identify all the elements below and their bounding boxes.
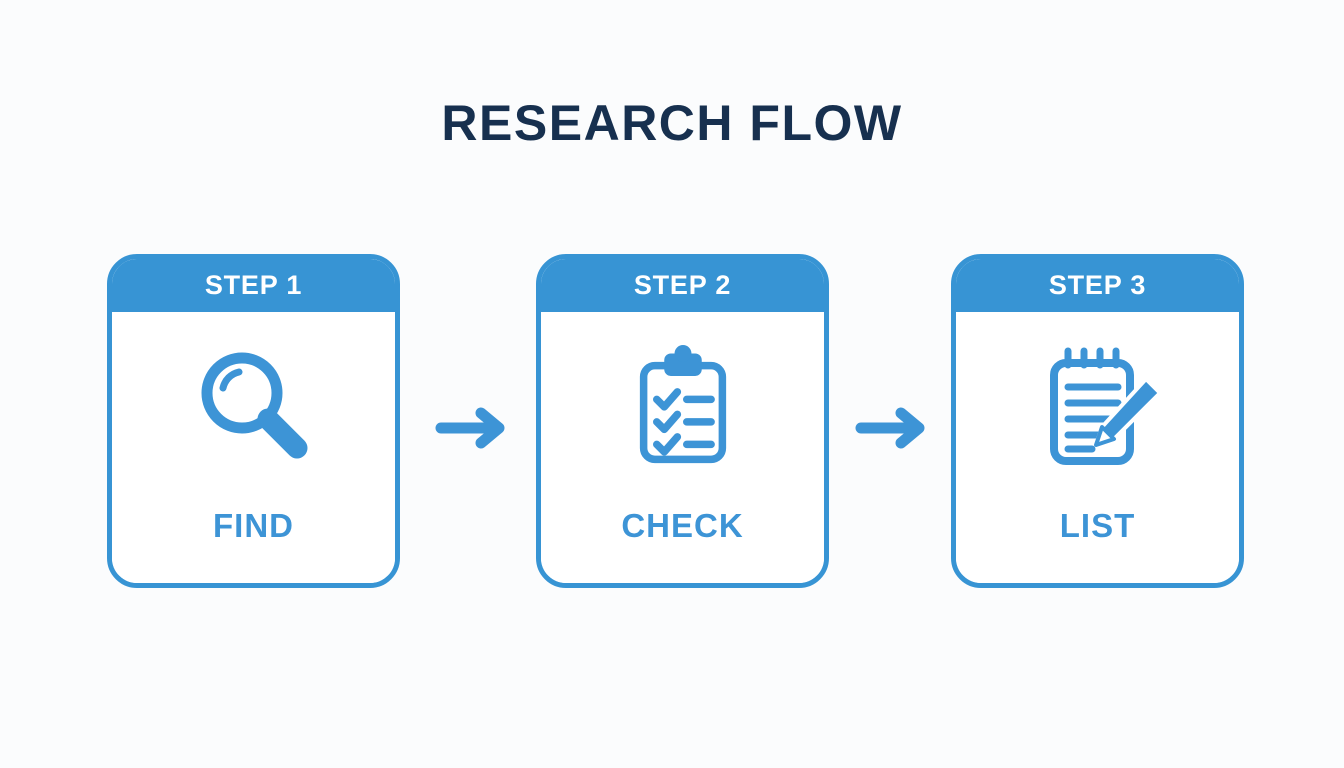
step-card-3-label: LIST bbox=[1059, 507, 1136, 544]
step-card-1[interactable]: STEP 1 FIND bbox=[107, 254, 400, 588]
step-card-2-body: CHECK bbox=[541, 312, 824, 583]
step-card-3-header: STEP 3 bbox=[956, 259, 1239, 312]
step-card-3[interactable]: STEP 3 bbox=[951, 254, 1244, 588]
clipboard-checklist-icon bbox=[618, 340, 748, 470]
step-card-1-label: FIND bbox=[213, 507, 294, 544]
magnifying-glass-icon bbox=[189, 340, 319, 470]
step-card-1-header: STEP 1 bbox=[112, 259, 395, 312]
arrow-right-icon-1 bbox=[433, 404, 513, 452]
step-card-2-header: STEP 2 bbox=[541, 259, 824, 312]
arrow-right-icon-2 bbox=[853, 404, 933, 452]
step-card-2-label: CHECK bbox=[621, 507, 744, 544]
step-card-1-body: FIND bbox=[112, 312, 395, 583]
step-card-2[interactable]: STEP 2 CHECK bbox=[536, 254, 829, 588]
page-title: RESEARCH FLOW bbox=[441, 95, 903, 151]
notepad-pencil-icon bbox=[1033, 340, 1163, 470]
step-card-3-body: LIST bbox=[956, 312, 1239, 583]
